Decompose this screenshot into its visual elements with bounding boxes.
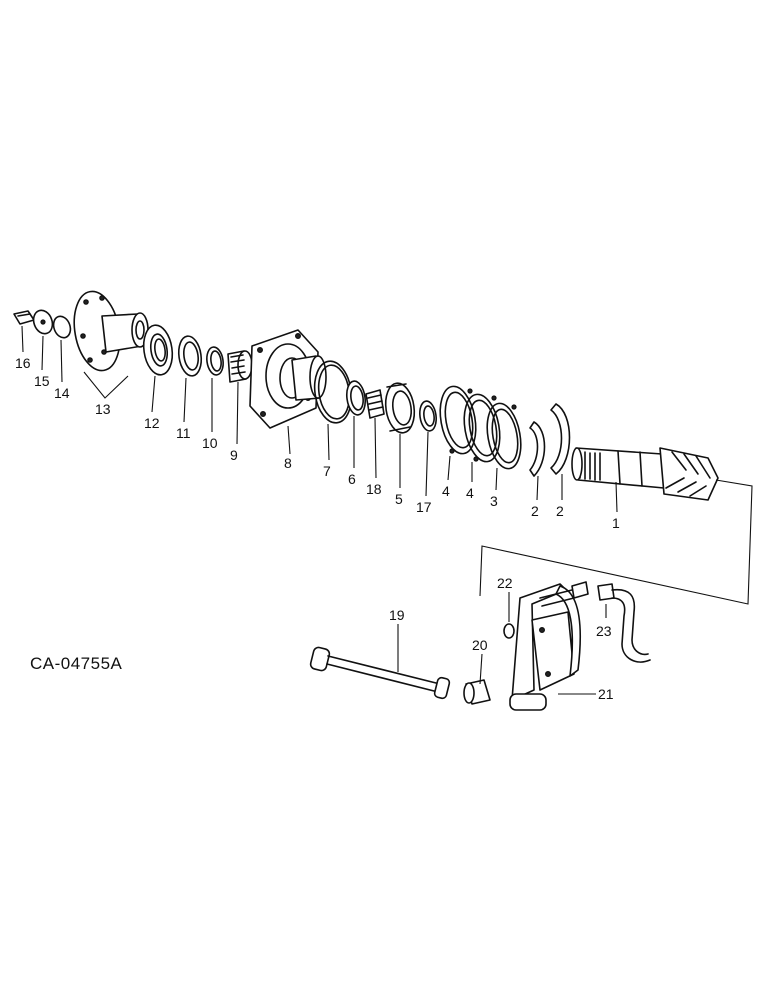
- part-4-shim-b: [463, 393, 501, 463]
- callout-16: 16: [15, 355, 31, 371]
- part-12-seal: [142, 324, 174, 376]
- callout-2-a: 2: [531, 503, 539, 519]
- part-5-bearing-cup: [384, 382, 416, 434]
- callout-1: 1: [612, 515, 620, 531]
- part-14-shim: [52, 315, 72, 339]
- part-3-shim: [486, 402, 522, 470]
- part-8-housing: [249, 329, 327, 429]
- part-17-bearing-cone: [419, 400, 437, 432]
- callout-12: 12: [144, 415, 160, 431]
- callout-21: 21: [598, 686, 614, 702]
- callout-20: 20: [472, 637, 488, 653]
- callout-4-b: 4: [466, 485, 474, 501]
- part-22-washer: [503, 623, 515, 639]
- assembly-bracket-line: [479, 479, 753, 605]
- reference-code: CA-04755A: [30, 654, 123, 673]
- callout-6: 6: [348, 471, 356, 487]
- callout-4-a: 4: [442, 483, 450, 499]
- part-15-washer: [32, 309, 54, 335]
- part-2-half-ring-b: [550, 403, 571, 475]
- callout-14: 14: [54, 385, 70, 401]
- part-16-clip: [13, 310, 35, 325]
- part-11-ring: [177, 335, 203, 377]
- callout-17: 17: [416, 499, 432, 515]
- part-21-lever: [509, 583, 581, 711]
- callout-11: 11: [176, 425, 191, 441]
- part-19-bolt: [309, 646, 451, 700]
- callout-18: 18: [366, 481, 382, 497]
- callout-15: 15: [34, 373, 50, 389]
- callout-2-b: 2: [556, 503, 564, 519]
- part-2-half-ring-a: [529, 421, 546, 477]
- callout-10: 10: [202, 435, 218, 451]
- callout-5: 5: [395, 491, 403, 507]
- part-13-flange: [73, 290, 149, 372]
- part-9-bearing: [227, 350, 253, 383]
- callout-labels: 1 2 2 3 4 4 17 5 18 6 7 8 9 10 11 12 13 …: [15, 355, 620, 702]
- callout-9: 9: [230, 447, 238, 463]
- leader-lines: [21, 325, 618, 695]
- part-23-tube: [539, 581, 651, 663]
- callout-8: 8: [284, 455, 292, 471]
- callout-23: 23: [596, 623, 612, 639]
- part-10-snap-ring: [206, 346, 224, 376]
- part-4-shim-a: [439, 385, 477, 455]
- part-20-bushing: [463, 679, 491, 705]
- part-6-snap-ring: [345, 380, 367, 416]
- callout-3: 3: [490, 493, 498, 509]
- part-18-bearing-cone: [365, 389, 385, 419]
- callout-22: 22: [497, 575, 513, 591]
- part-1-pinion-shaft: [571, 447, 719, 501]
- callout-7: 7: [323, 463, 331, 479]
- callout-19: 19: [389, 607, 405, 623]
- callout-13: 13: [95, 401, 111, 417]
